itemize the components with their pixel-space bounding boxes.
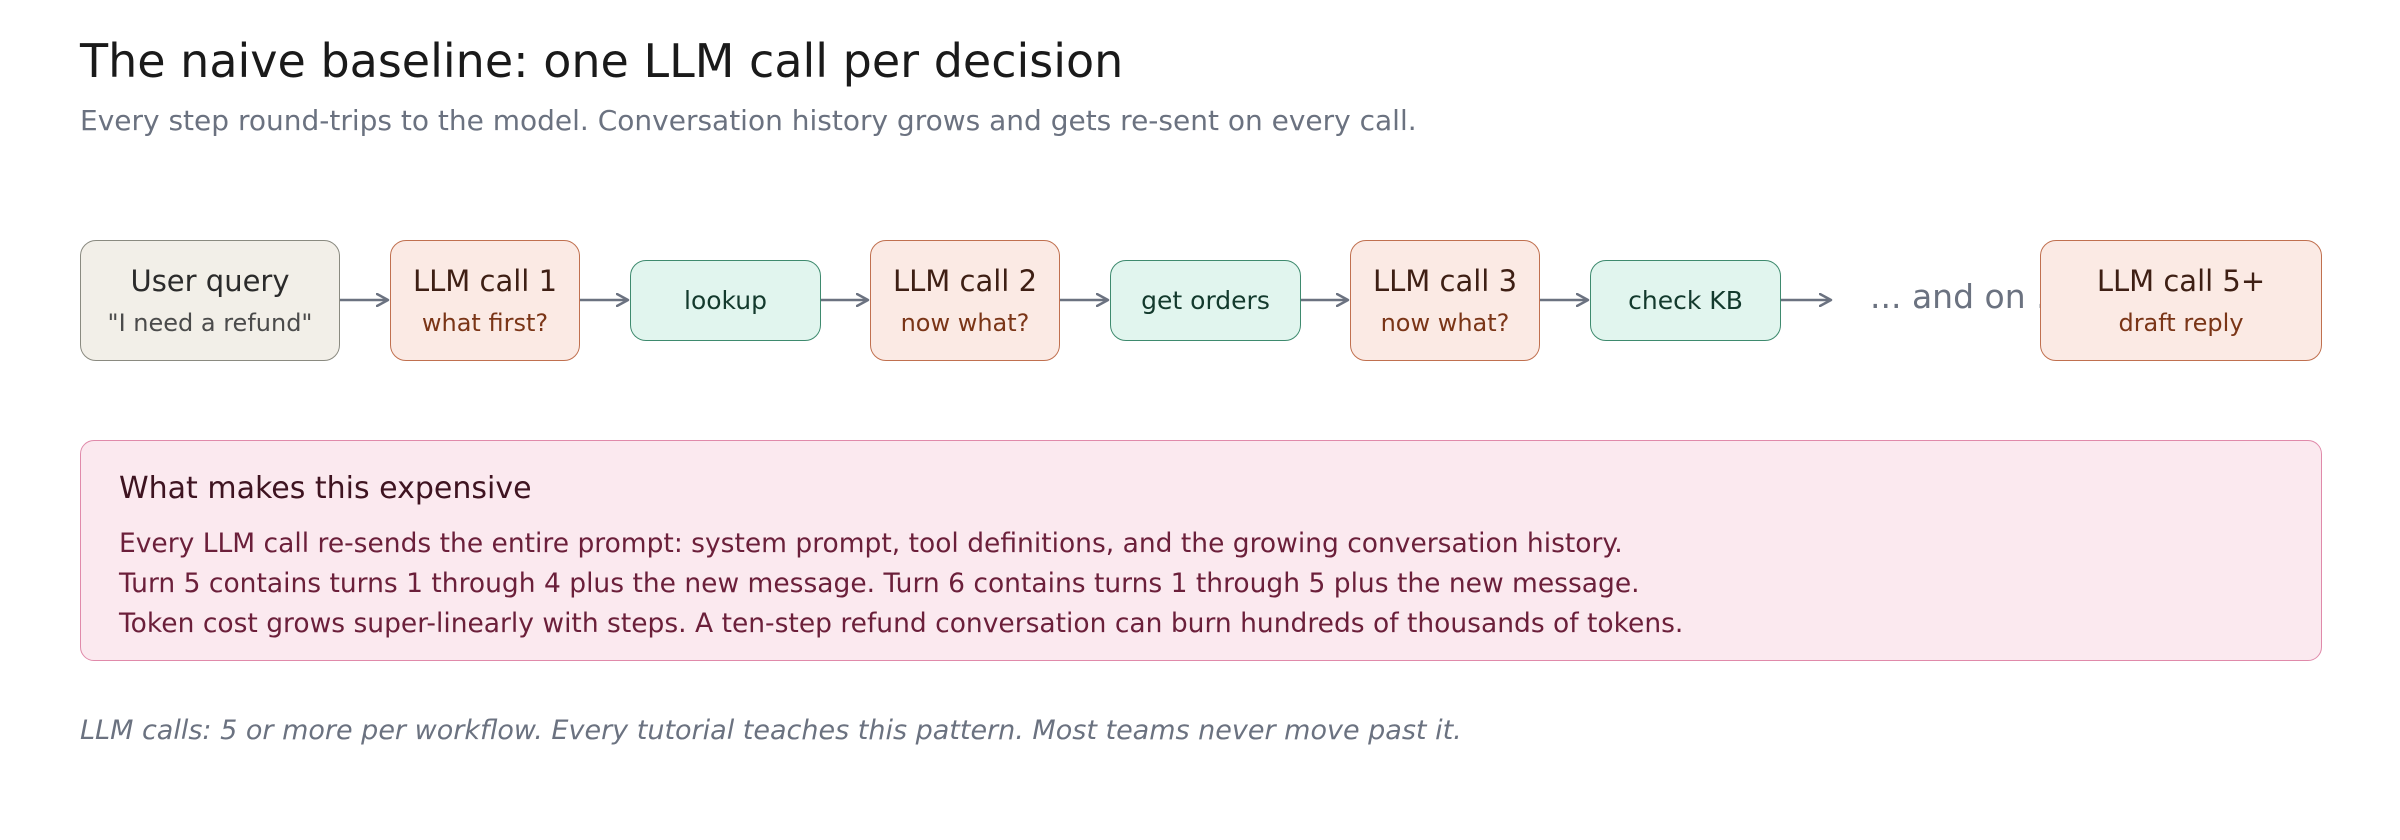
llm-call-3-node: LLM call 3 now what?	[1350, 240, 1540, 361]
panel-line: Token cost grows super-linearly with ste…	[119, 608, 1684, 639]
llm-call-5-node: LLM call 5+ draft reply	[2040, 240, 2322, 361]
llm-call-2-node: LLM call 2 now what?	[870, 240, 1060, 361]
panel-line: Every LLM call re-sends the entire promp…	[119, 528, 1623, 559]
llm-call-5-label: LLM call 5+	[2096, 263, 2266, 298]
llm-call-2-label: LLM call 2	[892, 263, 1038, 298]
panel-line: Turn 5 contains turns 1 through 4 plus t…	[119, 568, 1640, 599]
llm-call-2-detail: now what?	[900, 308, 1030, 337]
user-query-detail: "I need a refund"	[107, 308, 313, 337]
user-query-node: User query "I need a refund"	[80, 240, 340, 361]
tool-check-kb-label: check KB	[1628, 285, 1743, 315]
llm-call-3-label: LLM call 3	[1372, 263, 1518, 298]
tool-get-orders-node: get orders	[1110, 260, 1301, 341]
user-query-label: User query	[130, 263, 290, 298]
footnote: LLM calls: 5 or more per workflow. Every…	[80, 715, 1462, 746]
panel-title: What makes this expensive	[119, 471, 532, 506]
tool-lookup-node: lookup	[630, 260, 821, 341]
page-title: The naive baseline: one LLM call per dec…	[80, 34, 1124, 88]
tool-check-kb-node: check KB	[1590, 260, 1781, 341]
tool-get-orders-label: get orders	[1141, 285, 1270, 315]
tool-lookup-label: lookup	[684, 285, 767, 315]
llm-call-1-node: LLM call 1 what first?	[390, 240, 580, 361]
cost-explanation-panel: What makes this expensive Every LLM call…	[80, 440, 2322, 661]
llm-call-3-detail: now what?	[1380, 308, 1510, 337]
page-subtitle: Every step round-trips to the model. Con…	[80, 104, 1417, 137]
llm-call-1-detail: what first?	[421, 308, 549, 337]
llm-call-5-detail: draft reply	[2118, 308, 2244, 337]
llm-call-1-label: LLM call 1	[412, 263, 558, 298]
continuation-text: ... and on ...	[1870, 277, 2040, 316]
